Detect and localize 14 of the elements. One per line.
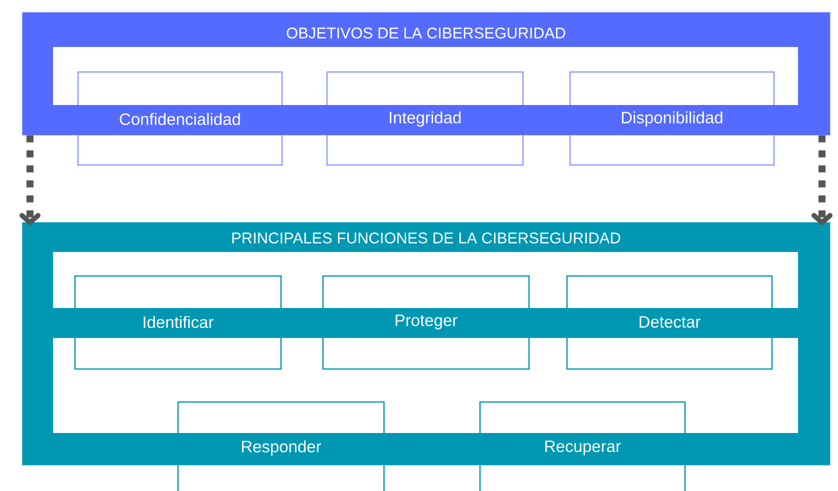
item-box: Responder [177, 401, 385, 491]
dashed-arrow [20, 135, 40, 225]
frame-title: PRINCIPALES FUNCIONES DE LA CIBERSEGURIDAD [232, 232, 620, 244]
item-box: Proteger [322, 275, 530, 370]
frame-title: OBJETIVOS DE LA CIBERSEGURIDAD [286, 28, 566, 38]
frame-box [22, 222, 830, 466]
frame-box [22, 12, 830, 136]
item-box: Confidencialidad [77, 71, 283, 166]
item-box: Disponibilidad [569, 71, 775, 166]
item-box: Identificar [74, 275, 282, 370]
item-box: Recuperar [479, 401, 686, 491]
dashed-arrow [812, 135, 832, 225]
item-box: Integridad [326, 71, 524, 166]
item-box: Detectar [566, 275, 773, 370]
